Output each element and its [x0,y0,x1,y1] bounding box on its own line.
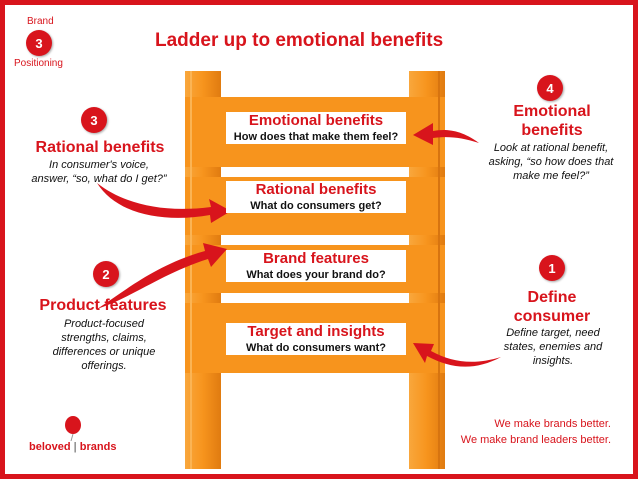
emotional-description: Look at rational benefit, asking, “so ho… [488,142,614,182]
tagline-1: We make brands better. [494,418,611,430]
rung-title: Target and insights [247,323,385,340]
slide: Brand 3 Positioning Ladder up to emotion… [5,5,633,474]
product-heading: Product features [39,297,167,314]
balloon-logo-icon [63,415,83,446]
curved-arrow-icon [97,183,231,223]
rung-question: How does that make them feel? [233,131,399,143]
define-heading: Define consumer [513,289,591,325]
rung-emotional: Emotional benefits How does that make th… [226,112,406,144]
rung-question: What does your brand do? [246,269,386,281]
page-title: Ladder up to emotional benefits [155,30,444,51]
curved-arrow-icon [413,123,479,145]
curved-arrow-icon [97,243,227,309]
rung-target-insights: Target and insights What do consumers wa… [226,323,406,355]
tagline-2: We make brand leaders better. [460,434,611,446]
step-1-badge: 1 [539,255,565,281]
step-4-badge: 4 [537,75,563,101]
corner-bottom-label: Positioning [14,58,63,69]
step-3-badge: 3 [81,107,107,133]
rung-title: Brand features [263,250,369,267]
corner-top-label: Brand [27,16,54,27]
corner-number-badge: 3 [26,30,52,56]
rung-title: Rational benefits [255,181,377,198]
rung-title: Emotional benefits [248,112,384,129]
rational-heading: Rational benefits [35,139,165,156]
rung-question: What do consumers want? [246,342,386,354]
rung-brand-features: Brand features What does your brand do? [226,250,406,282]
product-description: Product-focused strengths, claims, diffe… [52,318,156,372]
curved-arrow-icon [413,343,501,367]
step-2-badge: 2 [93,261,119,287]
rung-question: What do consumers get? [250,200,382,212]
logo-wordmark: beloved | brands [29,441,117,453]
rational-description: In consumer's voice, answer, “so, what d… [31,159,167,185]
ladder-graphic [97,71,501,469]
emotional-heading: Emotional benefits [513,103,591,139]
rung-rational: Rational benefits What do consumers get? [226,181,406,213]
define-description: Define target, need states, enemies and … [503,327,603,367]
